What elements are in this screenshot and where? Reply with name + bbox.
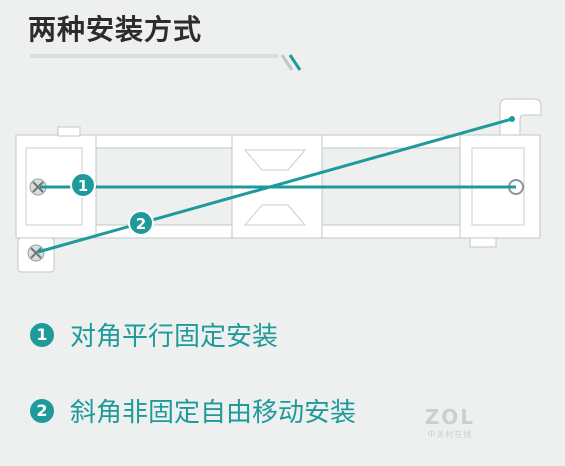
legend-item-2: 2 斜角非固定自由移动安装 [30,392,356,429]
bracket-right-tab [469,237,497,248]
zol-watermark: ZOL 中关村在线 [425,405,475,440]
legend-item-1: 1 对角平行固定安装 [30,316,278,353]
legend-number-1: 1 [30,322,54,347]
watermark-subtitle: 中关村在线 [427,430,473,439]
watermark-logo: ZOL [424,405,475,429]
screw-icon-left [29,178,47,196]
title-slash-teal [288,54,302,71]
legend-number-2: 2 [30,398,54,423]
marker-2-badge [128,210,154,236]
section-title: 两种安装方式 [28,13,203,46]
mount-line-2 [37,117,513,254]
bracket-center-cutout-bottom [243,204,307,226]
screw-icon-bottom-left [27,244,45,262]
legend-text-2: 斜角非固定自由移动安装 [70,398,357,428]
mounting-diagram: 1 2 [15,54,542,273]
marker-2-number: 2 [136,215,146,233]
title-slash-gray [280,54,294,71]
legend-text-1: 对角平行固定安装 [70,322,279,352]
bracket-right-hook [499,98,542,136]
bracket-center-cutout-top [243,149,307,171]
marker-1-badge [70,172,96,198]
marker-1-number: 1 [78,177,88,195]
bracket-top-tab [57,126,81,137]
